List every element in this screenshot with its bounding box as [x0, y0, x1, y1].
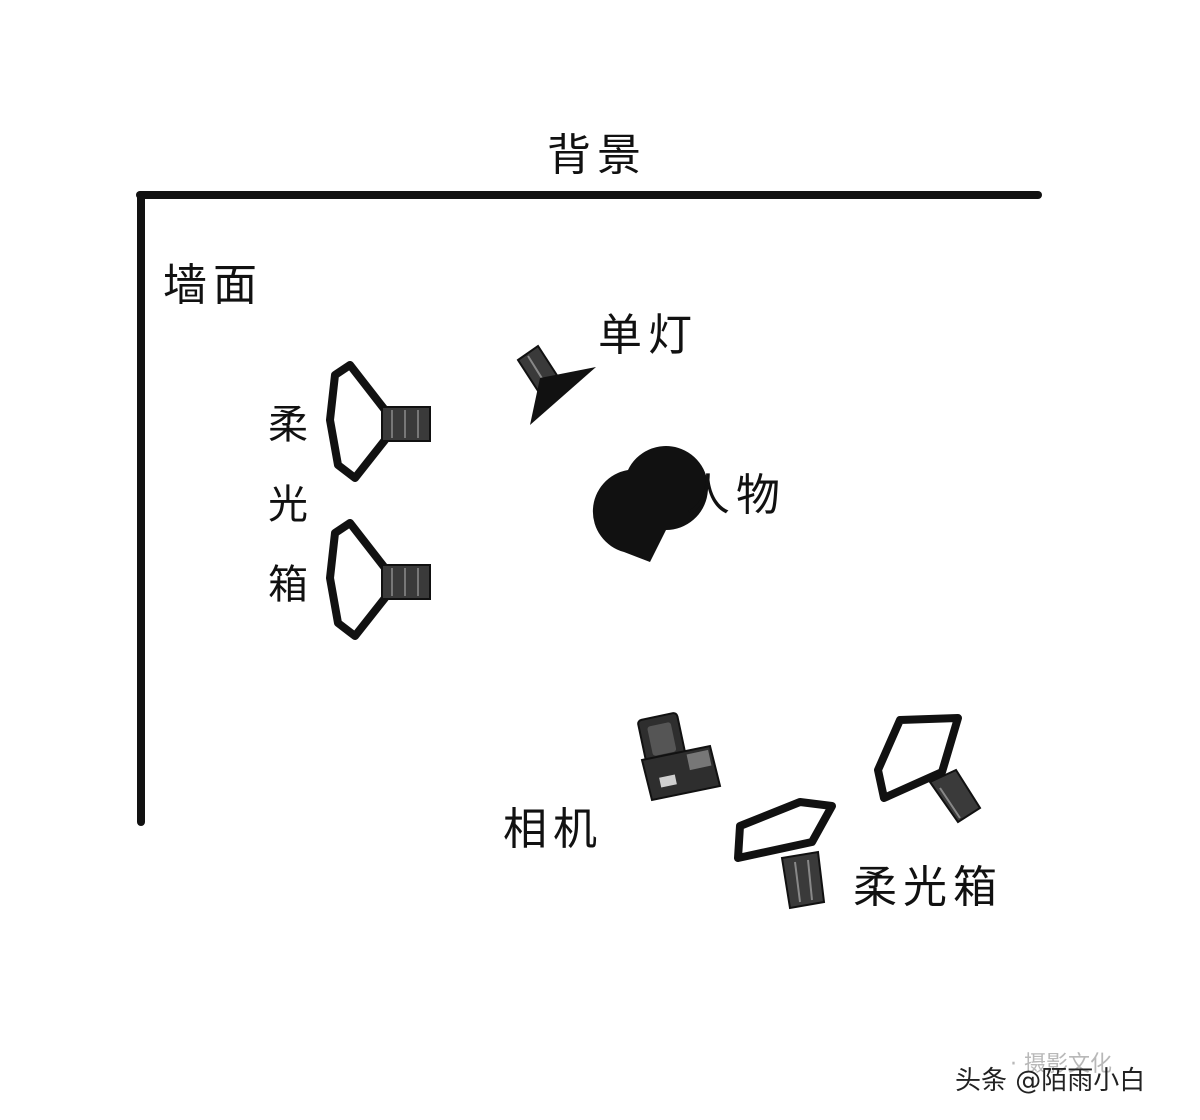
softbox-right-label: 柔光箱 — [853, 862, 1003, 913]
spotlight-icon — [516, 344, 596, 425]
faint-watermark: · 摄影文化 — [1010, 1052, 1112, 1077]
subject-marker-icon — [592, 446, 708, 562]
camera-label: 相机 — [503, 804, 603, 855]
softbox-left-label-char: 光 — [268, 482, 308, 528]
wall-lines — [136, 191, 1042, 826]
wall-label: 墙面 — [163, 260, 263, 311]
softbox-left-label-char: 箱 — [268, 562, 308, 608]
watermark-text: 头条 @陌雨小白 — [955, 1066, 1146, 1096]
subject-label: 人物 — [686, 470, 786, 521]
softbox-icon — [734, 798, 836, 910]
softbox-left-label-char: 柔 — [268, 402, 308, 448]
camera-icon — [637, 712, 722, 802]
background-label: 背景 — [547, 130, 647, 181]
softbox-icon — [326, 519, 431, 640]
single-light-label: 单灯 — [598, 310, 698, 361]
softbox-icon — [874, 714, 982, 824]
softbox-icon — [326, 361, 431, 482]
